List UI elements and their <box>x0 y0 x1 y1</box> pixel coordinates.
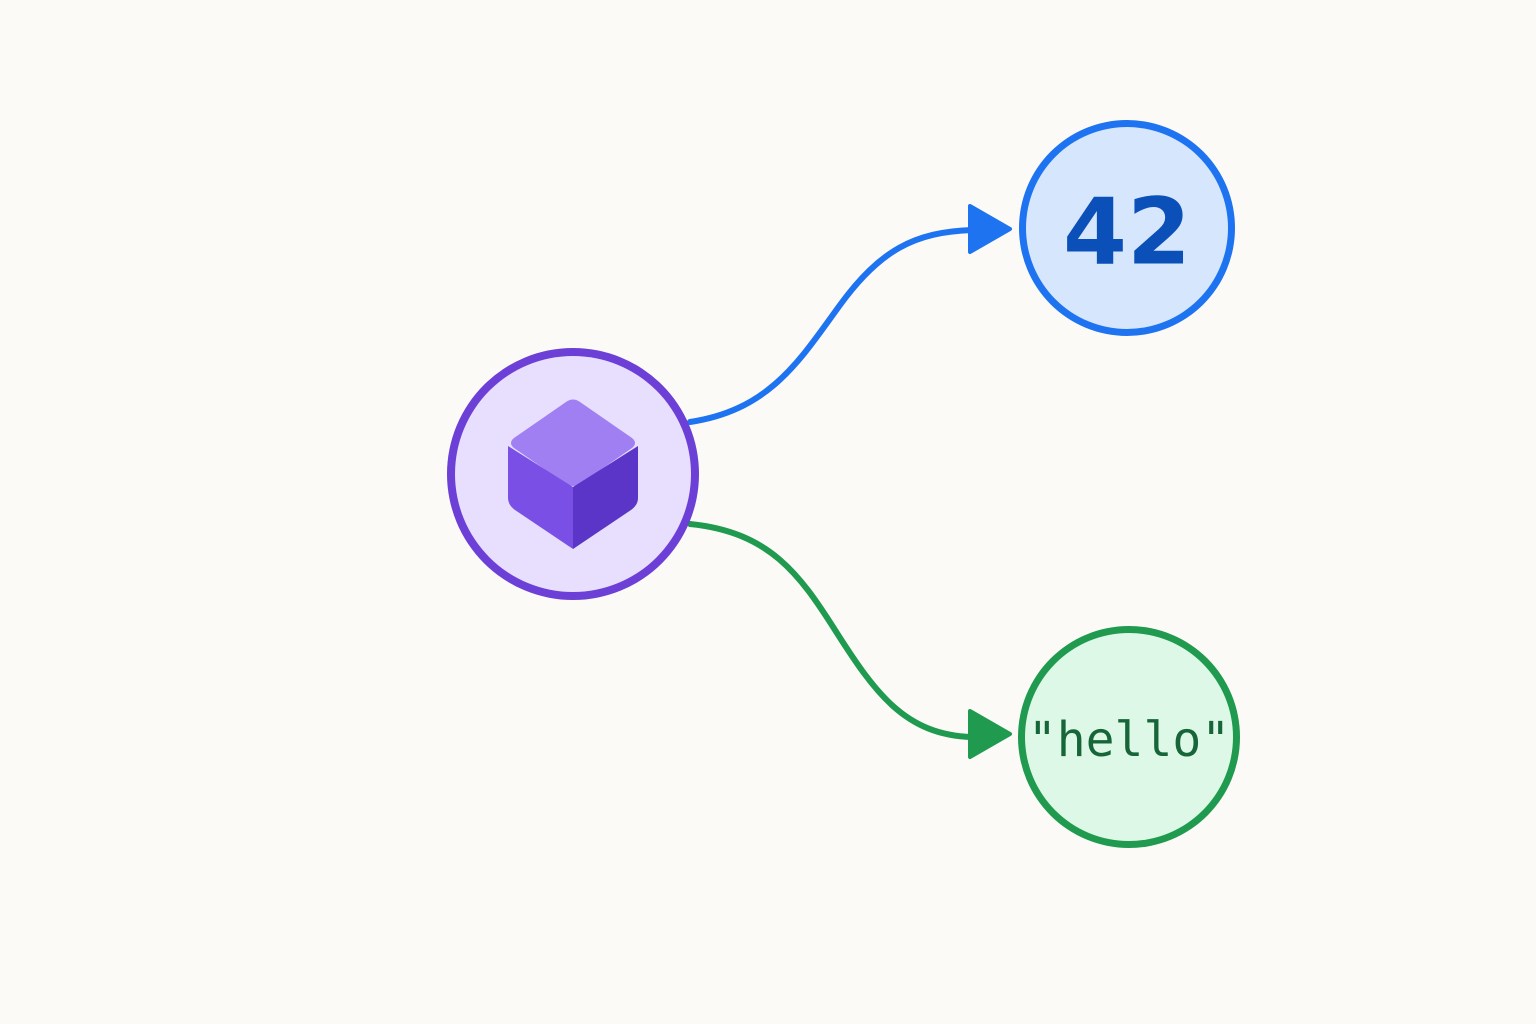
edge-to-string <box>687 521 1012 759</box>
edge-to-number <box>687 204 1012 425</box>
source-node <box>447 348 699 600</box>
string-node: "hello" <box>1018 626 1240 848</box>
arrowhead-string <box>968 709 1012 759</box>
number-label: 42 <box>1063 179 1191 286</box>
number-node: 42 <box>1019 120 1235 336</box>
string-label: "hello" <box>1028 712 1230 768</box>
arrowhead-number <box>968 204 1012 254</box>
cube-icon <box>508 399 638 549</box>
